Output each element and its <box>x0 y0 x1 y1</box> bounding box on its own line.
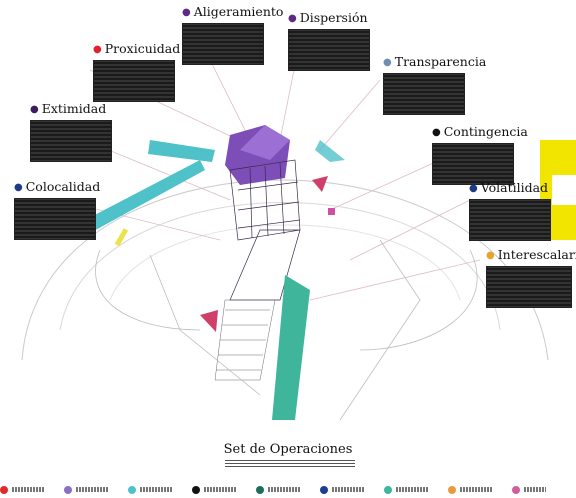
legend-label-block <box>524 487 546 492</box>
cyan-ribbon-right <box>315 140 345 162</box>
concept-extimidad: ●Extimidad <box>30 101 112 162</box>
legend-item <box>320 479 364 494</box>
concept-transparencia: ●Transparencia <box>383 54 487 115</box>
bullet-icon: ● <box>432 127 441 138</box>
legend-label-block <box>460 487 492 492</box>
concept-title-text: Volatilidad <box>480 180 549 195</box>
legend-label-block <box>76 487 108 492</box>
yellow-bar-left <box>114 228 129 247</box>
legend-label-block <box>204 487 236 492</box>
legend-label-block <box>396 487 428 492</box>
concept-title-text: Extimidad <box>41 101 107 116</box>
concept-proxicuidad: ●Proxicuidad <box>93 41 181 102</box>
legend-swatch <box>384 485 392 494</box>
legend-label-block <box>12 487 44 492</box>
concept-body-text-block <box>14 197 96 240</box>
teal-panel <box>272 275 310 420</box>
legend-item <box>512 479 546 494</box>
legend-label-block <box>332 487 364 492</box>
concept-title-text: Dispersión <box>299 10 368 25</box>
concept-title-text: Proxicuidad <box>104 41 181 56</box>
concept-colocalidad: ●Colocalidad <box>14 179 101 240</box>
concept-volatilidad: ●Volatilidad <box>469 180 551 241</box>
concept-body-text-block <box>93 59 175 102</box>
bullet-icon: ● <box>469 183 478 194</box>
legend-item <box>384 479 428 494</box>
concept-title-text: Transparencia <box>394 54 487 69</box>
bullet-icon: ● <box>30 104 39 115</box>
concept-body-text-block <box>432 142 514 185</box>
concept-contingencia: ●Contingencia <box>432 124 528 185</box>
magenta-wedge-right <box>312 176 328 192</box>
legend-item <box>0 479 44 494</box>
concept-title-text: Aligeramiento <box>193 4 284 19</box>
concept-body-text-block <box>288 28 370 71</box>
concept-interescalaridad: ●Interescalaridad <box>486 247 576 308</box>
bullet-icon: ● <box>182 7 191 18</box>
legend-swatch <box>128 485 136 494</box>
cyan-ribbon-left <box>85 160 205 232</box>
concept-aligeramiento: ●Aligeramiento <box>182 4 284 65</box>
legend-item <box>128 479 172 494</box>
concept-title-text: Contingencia <box>443 124 528 139</box>
concept-body-text-block <box>182 22 264 65</box>
legend-swatch <box>448 485 456 494</box>
diagram-title: Set de Operaciones <box>223 442 353 457</box>
dome-mid-arc <box>109 224 461 301</box>
concept-dispersion: ●Dispersión <box>288 10 370 71</box>
cyan-ribbon-top <box>148 140 215 162</box>
diagram-subtitle-text-block <box>225 460 355 469</box>
concept-body-text-block <box>30 119 112 162</box>
legend-label-block <box>140 487 172 492</box>
legend-item <box>256 479 300 494</box>
legend-item <box>192 479 236 494</box>
legend-swatch <box>256 485 264 494</box>
legend-swatch <box>0 485 8 494</box>
magenta-square <box>328 208 335 215</box>
concept-body-text-block <box>486 265 572 308</box>
bullet-icon: ● <box>93 44 102 55</box>
legend-swatch <box>192 485 200 494</box>
legend-label-block <box>268 487 300 492</box>
legend-swatch <box>64 485 72 494</box>
magenta-wedge-low <box>200 310 218 332</box>
bullet-icon: ● <box>383 57 392 68</box>
bullet-icon: ● <box>486 250 495 261</box>
bullet-icon: ● <box>14 182 23 193</box>
legend-swatch <box>512 485 520 494</box>
legend-item <box>64 479 108 494</box>
concept-body-text-block <box>383 72 465 115</box>
concept-title-text: Interescalaridad <box>497 247 576 262</box>
dome-inner-arc <box>59 202 501 331</box>
legend-item <box>448 479 492 494</box>
bullet-icon: ● <box>288 13 297 24</box>
concept-body-text-block <box>469 198 551 241</box>
legend <box>0 479 576 494</box>
concept-title-text: Colocalidad <box>25 179 101 194</box>
legend-swatch <box>320 485 328 494</box>
